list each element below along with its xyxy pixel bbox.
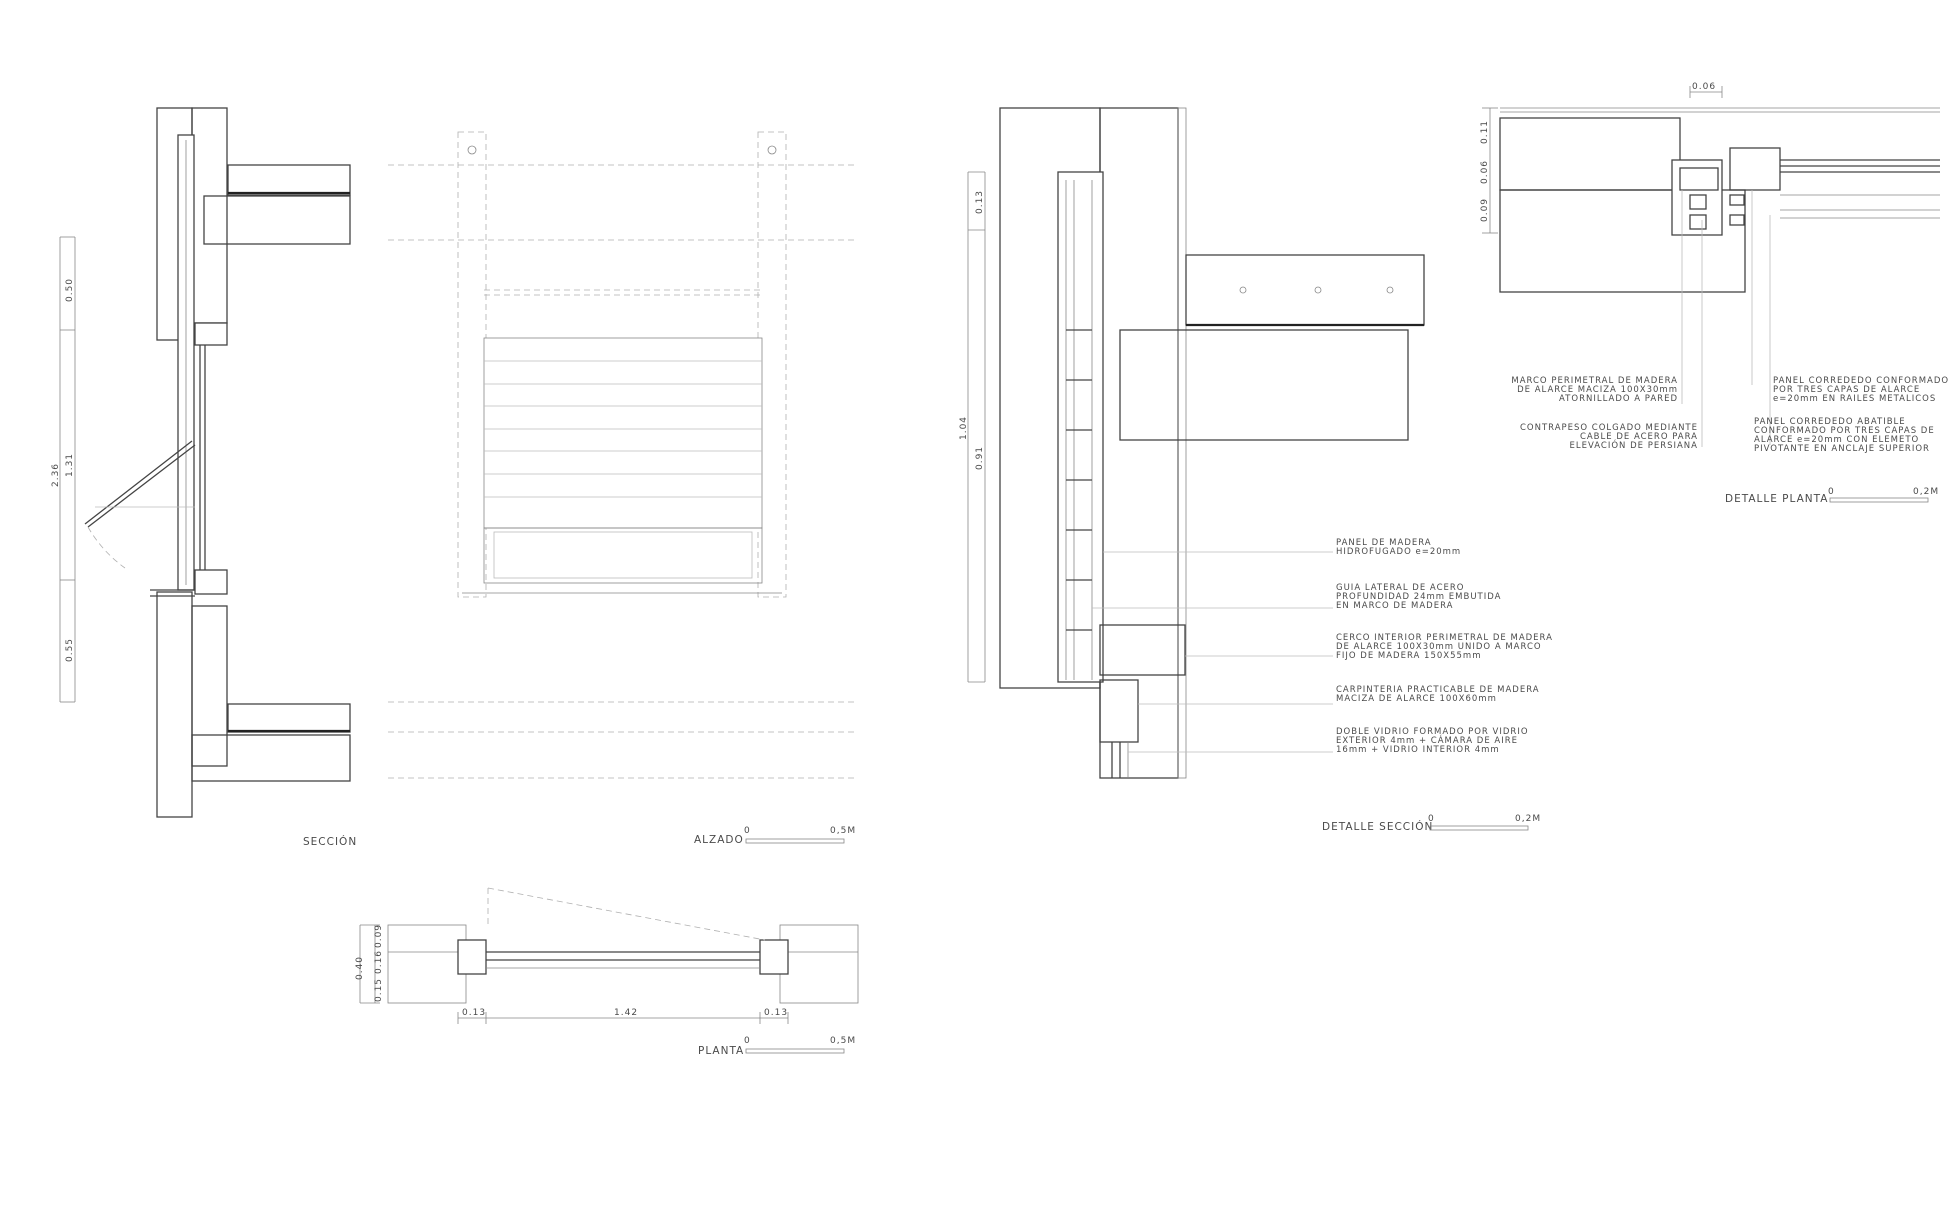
section-insulation-upper [191, 107, 228, 324]
svg-text:PANEL CORREDEDO CONFORMADO: PANEL CORREDEDO CONFORMADO [1773, 376, 1949, 386]
detail-frame [1057, 171, 1104, 683]
plan-dim-right: 0.13 [764, 1008, 788, 1018]
plan-dim-depth: 0.40 [355, 956, 365, 980]
plan-dim-d2: 0.16 [374, 950, 384, 974]
section-outer-wall-lower [156, 591, 193, 818]
elevation-scale-start: 0 [744, 826, 751, 836]
plan-detail-note-right-0: PANEL CORREDEDO CONFORMADO POR TRES CAPA… [1773, 376, 1949, 404]
plan-detail-scale-bar [1829, 497, 1929, 503]
detail-note-0: PANEL DE MADERA HIDROFUGADO e=20mm [1336, 538, 1461, 557]
section-slab-lower [191, 734, 351, 782]
svg-text:FIJO DE MADERA 150X55mm: FIJO DE MADERA 150X55mm [1336, 651, 1481, 661]
svg-text:HIDROFUGADO e=20mm: HIDROFUGADO e=20mm [1336, 547, 1461, 557]
detail-wood-block [1099, 624, 1186, 676]
svg-text:ELEVACIÓN DE PERSIANA: ELEVACIÓN DE PERSIANA [1569, 439, 1698, 451]
plan-detail-note-left-1: CONTRAPESO COLGADO MEDIANTE CABLE DE ACE… [1520, 423, 1698, 451]
section-floor-finish-upper [227, 164, 351, 196]
detail-dim-bottom: 0.91 [975, 446, 985, 470]
svg-text:PROFUNDIDAD 24mm EMBUTIDA: PROFUNDIDAD 24mm EMBUTIDA [1336, 592, 1501, 602]
detail-floor-finish [1185, 254, 1425, 326]
svg-text:EXTERIOR 4mm + CÁMARA DE AIRE: EXTERIOR 4mm + CÁMARA DE AIRE [1336, 734, 1518, 746]
svg-text:ATORNILLADO A PARED: ATORNILLADO A PARED [1559, 394, 1678, 404]
section-detail-scale-end: 0,2M [1515, 814, 1541, 824]
detail-slab [1119, 329, 1409, 441]
section-dim-upper: 0.50 [65, 278, 75, 302]
svg-text:PANEL DE MADERA: PANEL DE MADERA [1336, 538, 1432, 548]
plan-detail-note-right-1: PANEL CORREDEDO ABATIBLE CONFORMADO POR … [1754, 417, 1935, 454]
plan-view: 0.40 0.09 0.16 0.15 0.13 1.42 0.13 PLANT… [355, 887, 859, 1057]
plan-detail-view: 0.06 0.11 0.06 0.09 MARCO PERIMETRAL DE … [1480, 82, 1949, 505]
svg-text:MACIZA DE ALARCE 100X60mm: MACIZA DE ALARCE 100X60mm [1336, 694, 1497, 704]
elevation-window [483, 527, 763, 584]
section-detail-scale-start: 0 [1428, 814, 1435, 824]
svg-text:CABLE DE ACERO PARA: CABLE DE ACERO PARA [1580, 432, 1698, 442]
detail-dim-total: 1.04 [959, 416, 969, 440]
plan-detail-scale-end: 0,2M [1913, 487, 1939, 497]
plan-dim-left: 0.13 [462, 1008, 486, 1018]
section-slab-upper [203, 195, 351, 245]
svg-text:CONTRAPESO COLGADO MEDIANTE: CONTRAPESO COLGADO MEDIANTE [1520, 423, 1698, 433]
section-insulation-lower [191, 605, 228, 767]
elevation-blind [483, 337, 763, 529]
elevation-title: ALZADO [694, 834, 744, 846]
svg-text:16mm + VIDRIO INTERIOR 4mm: 16mm + VIDRIO INTERIOR 4mm [1336, 745, 1500, 755]
detail-note-2: CERCO INTERIOR PERIMETRAL DE MADERA DE A… [1336, 633, 1553, 661]
elevation-scale-bar [745, 838, 845, 844]
svg-text:ALARCE e=20mm CON ELEMETO: ALARCE e=20mm CON ELEMETO [1754, 435, 1919, 445]
plan-title: PLANTA [698, 1045, 744, 1057]
section-shutter-open [87, 444, 196, 528]
svg-text:DE ALARCE 100X30mm UNIDO A MAR: DE ALARCE 100X30mm UNIDO A MARCO [1336, 642, 1542, 652]
plan-dim-d1: 0.09 [374, 924, 384, 948]
section-dim-total: 2.36 [51, 463, 61, 487]
svg-text:DOBLE VIDRIO FORMADO POR VIDRI: DOBLE VIDRIO FORMADO POR VIDRIO [1336, 727, 1529, 737]
plan-detail-dim-d1: 0.11 [1480, 120, 1490, 144]
plan-dim-d3: 0.15 [374, 978, 384, 1002]
detail-note-3: CARPINTERIA PRACTICABLE DE MADERA MACIZA… [1336, 685, 1540, 704]
plan-detail-scale-start: 0 [1828, 487, 1835, 497]
section-dim-middle: 1.31 [65, 453, 75, 477]
detail-note-1: GUIA LATERAL DE ACERO PROFUNDIDAD 24mm E… [1336, 583, 1501, 611]
svg-text:CERCO INTERIOR PERIMETRAL DE M: CERCO INTERIOR PERIMETRAL DE MADERA [1336, 633, 1553, 643]
section-dim-lower: 0.55 [65, 638, 75, 662]
section-detail-view: 1.04 0.13 0.91 PANEL DE MADERA HIDROFUGA… [959, 107, 1553, 833]
elevation-view: ALZADO 0 0,5M [388, 131, 858, 846]
svg-text:CONFORMADO POR TRES CAPAS DE: CONFORMADO POR TRES CAPAS DE [1754, 426, 1935, 436]
section-floor-finish-lower [227, 703, 351, 733]
plan-dim-center: 1.42 [614, 1008, 638, 1018]
svg-text:CARPINTERIA PRACTICABLE DE MAD: CARPINTERIA PRACTICABLE DE MADERA [1336, 685, 1540, 695]
section-detail-scale-bar [1429, 825, 1529, 831]
plan-scale-end: 0,5M [830, 1036, 856, 1046]
elevation-scale-end: 0,5M [830, 826, 856, 836]
plan-detail-note-left-0: MARCO PERIMETRAL DE MADERA DE ALARCE MAC… [1511, 376, 1678, 404]
plan-detail-dim-d2: 0.06 [1480, 160, 1490, 184]
section-window-frame-top [194, 322, 228, 346]
section-title: SECCIÓN [303, 835, 357, 848]
svg-text:PIVOTANTE EN ANCLAJE SUPERIOR: PIVOTANTE EN ANCLAJE SUPERIOR [1754, 444, 1930, 454]
plan-detail-dim-width: 0.06 [1692, 82, 1716, 92]
svg-text:PANEL CORREDEDO ABATIBLE: PANEL CORREDEDO ABATIBLE [1754, 417, 1906, 427]
svg-text:GUIA LATERAL DE ACERO: GUIA LATERAL DE ACERO [1336, 583, 1464, 593]
plan-scale-bar [745, 1048, 845, 1054]
plan-detail-wall [1499, 189, 1746, 293]
plan-wall-right [779, 924, 859, 1004]
section-window-frame-bottom [194, 569, 228, 595]
detail-note-4: DOBLE VIDRIO FORMADO POR VIDRIO EXTERIOR… [1336, 727, 1529, 755]
plan-detail-insulation [1499, 117, 1681, 191]
plan-detail-dim-d3: 0.09 [1480, 198, 1490, 222]
svg-text:POR TRES CAPAS DE ALARCE: POR TRES CAPAS DE ALARCE [1773, 385, 1920, 395]
svg-text:DE ALARCE MACIZA 100X30mm: DE ALARCE MACIZA 100X30mm [1517, 385, 1678, 395]
svg-text:MARCO PERIMETRAL DE MADERA: MARCO PERIMETRAL DE MADERA [1511, 376, 1678, 386]
plan-wall-left [387, 924, 467, 1004]
svg-text:e=20mm EN RAILES METALICOS: e=20mm EN RAILES METALICOS [1773, 394, 1936, 404]
plan-detail-title: DETALLE PLANTA [1725, 493, 1828, 505]
detail-insulation [1099, 107, 1179, 779]
svg-text:EN MARCO DE MADERA: EN MARCO DE MADERA [1336, 601, 1453, 611]
section-detail-title: DETALLE SECCIÓN [1322, 820, 1433, 833]
section-view: 2.36 0.50 1.31 0.55 SECCIÓN [51, 107, 357, 848]
detail-dim-top: 0.13 [975, 190, 985, 214]
plan-detail-sliding-panel [1729, 147, 1781, 191]
plan-scale-start: 0 [744, 1036, 751, 1046]
